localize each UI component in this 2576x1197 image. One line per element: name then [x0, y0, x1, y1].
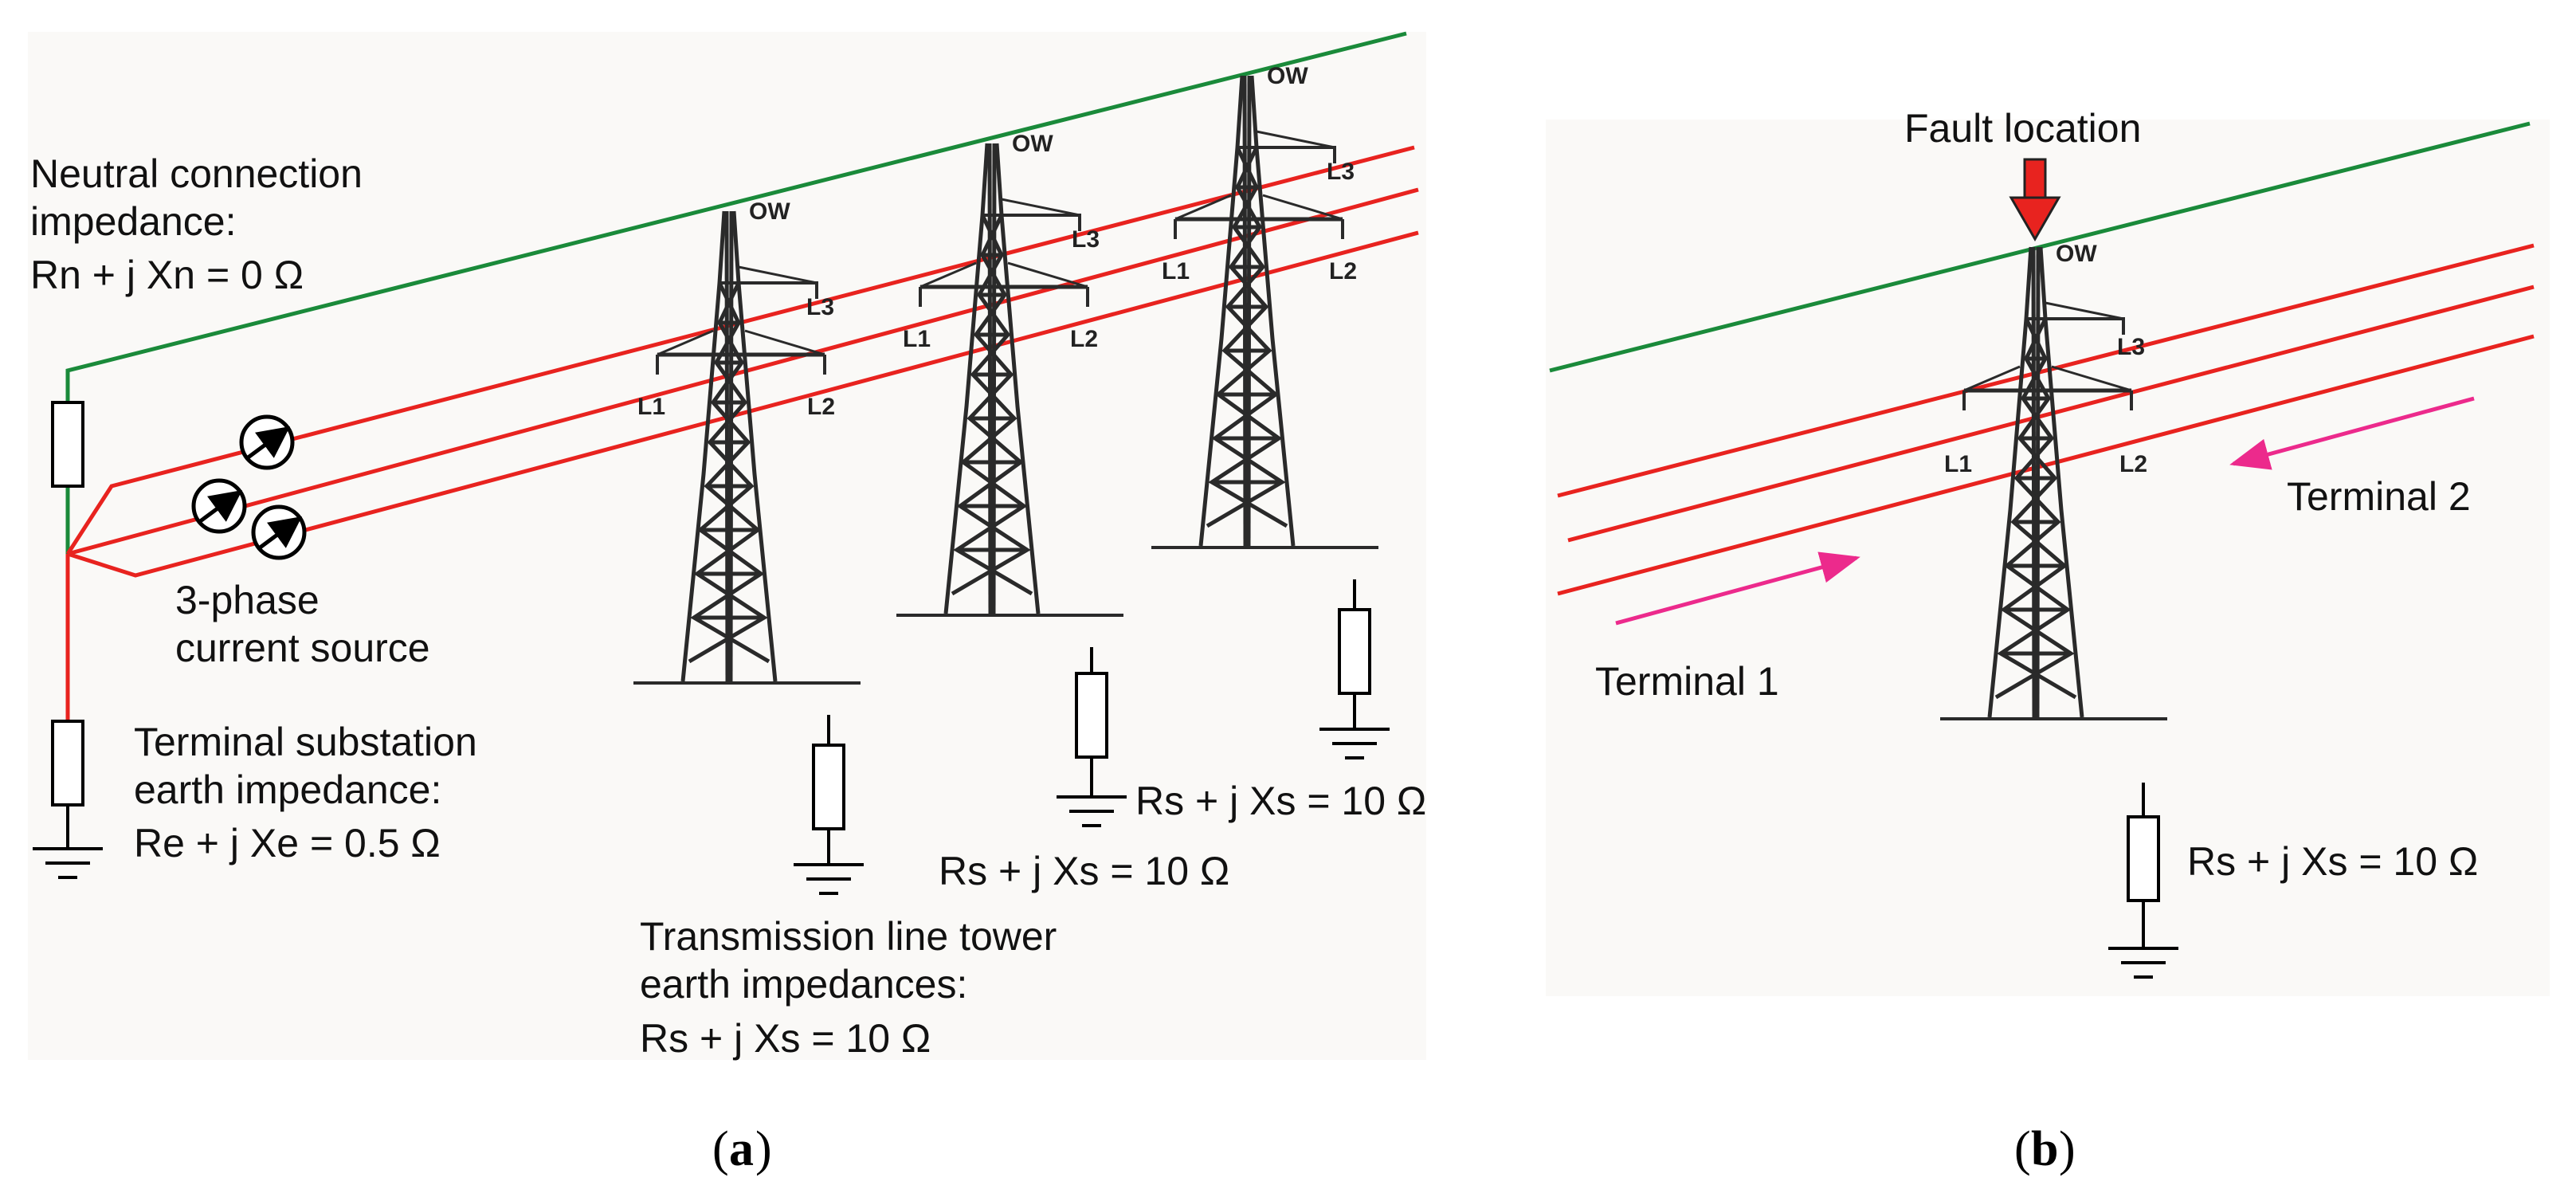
tower-1-l2-tag: L2 [807, 394, 835, 420]
overhead-ground-wire [65, 31, 1407, 554]
tower-3-ow-tag: OW [1267, 63, 1308, 89]
tower-earth-label-line3: Rs + j Xs = 10 Ω [640, 1016, 931, 1061]
neutral-resistor [51, 401, 84, 488]
tower-3-l2-tag: L2 [1329, 258, 1357, 285]
tower-2-ow-tag: OW [1012, 131, 1053, 157]
tower-3-l3-tag: L3 [1327, 159, 1355, 185]
neutral-label-line2: impedance: [30, 199, 237, 244]
tower-2-resistor [1075, 672, 1108, 759]
panel-a: OW L3 L1 L2 OW L3 L1 L2 OW L3 L1 L2 Neut… [28, 31, 1426, 1176]
substation-label-line1: Terminal substation [134, 720, 477, 764]
fault-location-label: Fault location [1904, 106, 2141, 151]
tower-b-l2-tag: L2 [2119, 451, 2147, 477]
caption-b: b [2031, 1122, 2058, 1176]
source-label-line2: current source [175, 626, 430, 670]
terminal-2-arrow-icon [2229, 396, 2475, 470]
tower-b-l3-tag: L3 [2117, 334, 2145, 360]
caption-a-close: ) [755, 1122, 772, 1176]
tower-3-impedance-label: Rs + j Xs = 10 Ω [1135, 779, 1426, 823]
terminal-2-label: Terminal 2 [2287, 474, 2471, 519]
tower-3-l1-tag: L1 [1162, 258, 1190, 285]
caption-a-open: ( [712, 1122, 729, 1176]
source-label-line1: 3-phase [175, 578, 320, 622]
current-source-icon [191, 414, 307, 560]
overhead-ground-wire-b [1549, 121, 2531, 373]
substation-label-line3: Re + j Xe = 0.5 Ω [134, 821, 441, 865]
caption-b-open: ( [2014, 1122, 2031, 1176]
panel-b: OW L3 L1 L2 Fault location Terminal 2 Te… [1546, 106, 2550, 1176]
tower-earth-label-line1: Transmission line tower [640, 914, 1057, 959]
tower-1-ow-tag: OW [749, 198, 790, 225]
tower-2-l2-tag: L2 [1070, 326, 1098, 352]
neutral-label-line3: Rn + j Xn = 0 Ω [30, 253, 304, 297]
tower-b-impedance-label: Rs + j Xs = 10 Ω [2187, 839, 2478, 884]
substation-resistor [51, 720, 84, 807]
tower-b-l1-tag: L1 [1944, 451, 1972, 477]
phase-conductor-b-2 [1567, 285, 2535, 543]
phase-conductor-b-1 [1557, 243, 2535, 498]
neutral-label-line1: Neutral connection [30, 151, 363, 196]
tower-b-resistor [2127, 815, 2160, 902]
fault-arrow-icon [2009, 158, 2061, 242]
terminal-1-arrow-icon [1615, 551, 1860, 626]
tower-1-resistor [812, 744, 845, 830]
tower-1-l1-tag: L1 [637, 394, 665, 420]
caption-a: a [729, 1122, 754, 1176]
terminal-1-label: Terminal 1 [1595, 659, 1779, 704]
tower-2-l1-tag: L1 [903, 326, 931, 352]
tower-2-impedance-label: Rs + j Xs = 10 Ω [939, 849, 1229, 893]
caption-b-close: ) [2059, 1122, 2076, 1176]
phase-conductor-2 [67, 187, 1419, 556]
tower-b-ow-tag: OW [2056, 241, 2097, 267]
tower-earth-label-line2: earth impedances: [640, 962, 967, 1007]
tower-2-l3-tag: L3 [1072, 226, 1100, 253]
substation-label-line2: earth impedance: [134, 767, 441, 812]
tower-1-l3-tag: L3 [806, 294, 834, 320]
tower-3-resistor [1338, 608, 1371, 695]
